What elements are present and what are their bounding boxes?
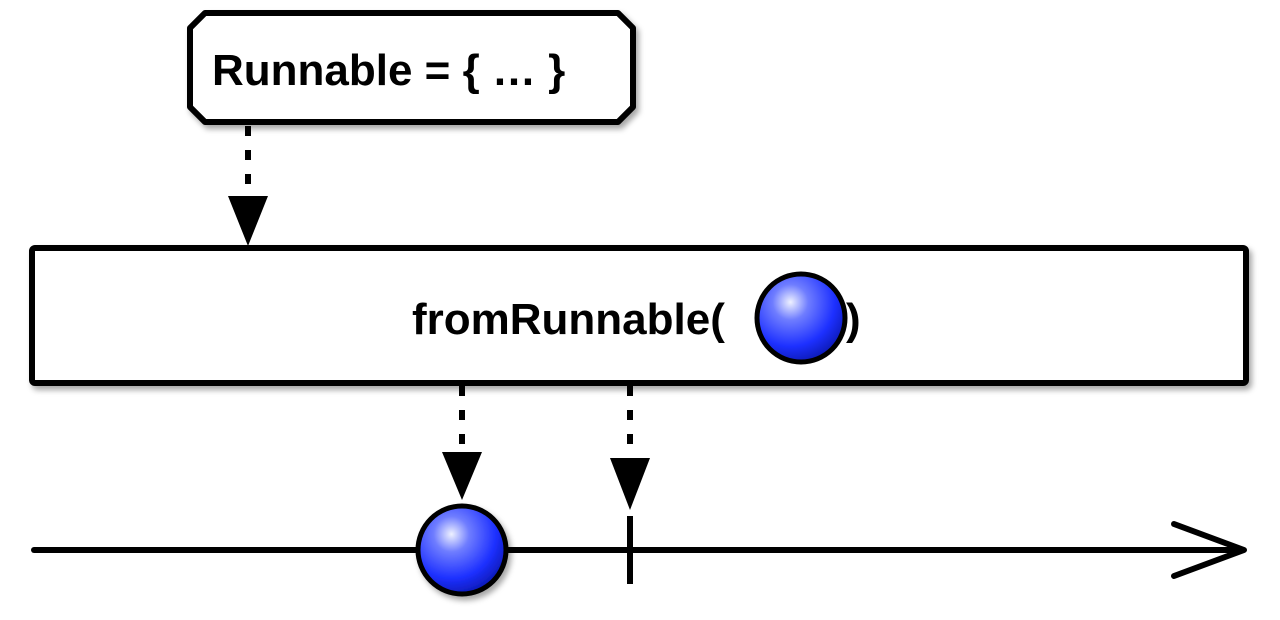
emitted-marble-icon (415, 503, 509, 597)
arrowhead-icon (442, 452, 482, 500)
arrowhead-icon (228, 196, 268, 246)
source-label: Runnable = { … } (212, 46, 565, 95)
source-box: Runnable = { … } (187, 10, 636, 125)
operator-label-prefix: fromRunnable( (412, 295, 725, 344)
operator-label-suffix: ) (846, 295, 861, 344)
operator-to-completion-arrow (610, 386, 650, 510)
output-timeline (31, 503, 1247, 597)
operator-to-item-arrow (442, 386, 482, 500)
timeline-arrowhead-icon (1171, 521, 1247, 579)
source-to-operator-arrow (228, 126, 268, 246)
operator-box: fromRunnable( ) (29, 245, 1249, 386)
operator-marble-icon (754, 271, 848, 365)
arrowhead-icon (610, 458, 650, 510)
operator-box-shape (29, 245, 1249, 386)
source-box-shape (187, 10, 636, 125)
